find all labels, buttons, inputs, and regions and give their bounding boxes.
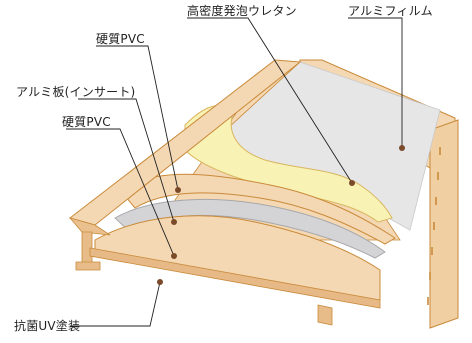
label-urethane: 高密度発泡ウレタン	[187, 4, 297, 18]
label-pvc-mid: 硬質PVC	[62, 115, 111, 129]
leader-lines	[66, 17, 403, 327]
pvc-middle-layer	[119, 173, 396, 245]
label-aluminum-plate: アルミ板(インサート)	[16, 85, 136, 99]
label-antibacterial-coating: 抗菌UV塗装	[14, 319, 81, 333]
right-end-profile	[317, 304, 333, 326]
leader-dots	[157, 145, 405, 285]
label-aluminum-film: アルミフィルム	[348, 4, 433, 18]
left-end-foot	[75, 261, 101, 271]
front-edge	[89, 247, 381, 309]
left-rail-step	[68, 217, 111, 236]
label-pvc-top: 硬質PVC	[96, 32, 145, 46]
rail-slots	[427, 147, 441, 305]
right-rail-wall	[429, 119, 459, 329]
